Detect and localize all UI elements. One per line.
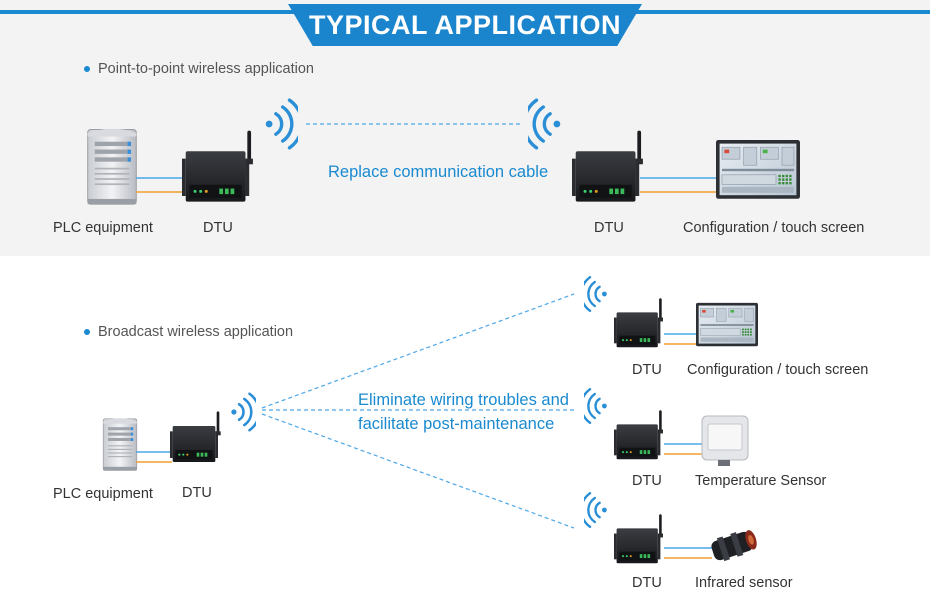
eliminate-wiring-callout: Eliminate wiring troubles and facilitate…: [358, 388, 569, 436]
dtu-left-icon: [182, 130, 253, 202]
dtu-receiver-3-icon: [614, 514, 663, 564]
replace-cable-callout: Replace communication cable: [328, 163, 549, 181]
signal-waves-icon: [584, 388, 608, 424]
dtu-broadcast-icon: [170, 411, 221, 462]
screen-label: Configuration / touch screen: [683, 220, 865, 236]
receiver-3-dtu-label: DTU: [632, 575, 662, 591]
broadcast-plc-label: PLC equipment: [53, 486, 153, 502]
receiver-1-device-label: Configuration / touch screen: [687, 362, 869, 378]
signal-waves-icon: [584, 492, 608, 528]
bullet-dot-icon: [84, 66, 90, 72]
point-to-point-heading-text: Point-to-point wireless application: [98, 61, 314, 77]
signal-waves-icon: [584, 276, 608, 312]
callout-line-2: facilitate post-maintenance: [358, 415, 555, 433]
dtu-right-label: DTU: [594, 220, 624, 236]
touch-screen-icon: [696, 302, 758, 347]
signal-waves-icon: [264, 98, 298, 150]
plc-equipment-icon: [87, 128, 137, 205]
infrared-sensor-icon: [711, 530, 757, 562]
dtu-right-icon: [572, 130, 643, 202]
receiver-3-device-label: Infrared sensor: [695, 575, 793, 591]
bullet-dot-icon: [84, 329, 90, 335]
broadcast-section: [0, 256, 930, 612]
temperature-sensor-icon: [701, 415, 749, 466]
point-to-point-heading: Point-to-point wireless application: [84, 61, 314, 77]
plc-label: PLC equipment: [53, 220, 153, 236]
broadcast-heading: Broadcast wireless application: [84, 324, 293, 340]
broadcast-dtu-label: DTU: [182, 485, 212, 501]
dtu-receiver-2-icon: [614, 410, 663, 460]
page-title: TYPICAL APPLICATION: [288, 4, 642, 46]
receiver-2-device-label: Temperature Sensor: [695, 473, 827, 489]
broadcast-link-line: [261, 413, 575, 529]
plc-equipment-icon: [102, 417, 138, 471]
signal-waves-icon: [230, 392, 256, 432]
touch-screen-icon: [716, 139, 800, 200]
dtu-left-label: DTU: [203, 220, 233, 236]
dtu-receiver-1-icon: [614, 298, 663, 348]
broadcast-link-line: [261, 293, 575, 409]
signal-waves-icon: [528, 98, 562, 150]
broadcast-heading-text: Broadcast wireless application: [98, 324, 294, 340]
callout-line-1: Eliminate wiring troubles and: [358, 391, 569, 409]
receiver-1-dtu-label: DTU: [632, 362, 662, 378]
receiver-2-dtu-label: DTU: [632, 473, 662, 489]
